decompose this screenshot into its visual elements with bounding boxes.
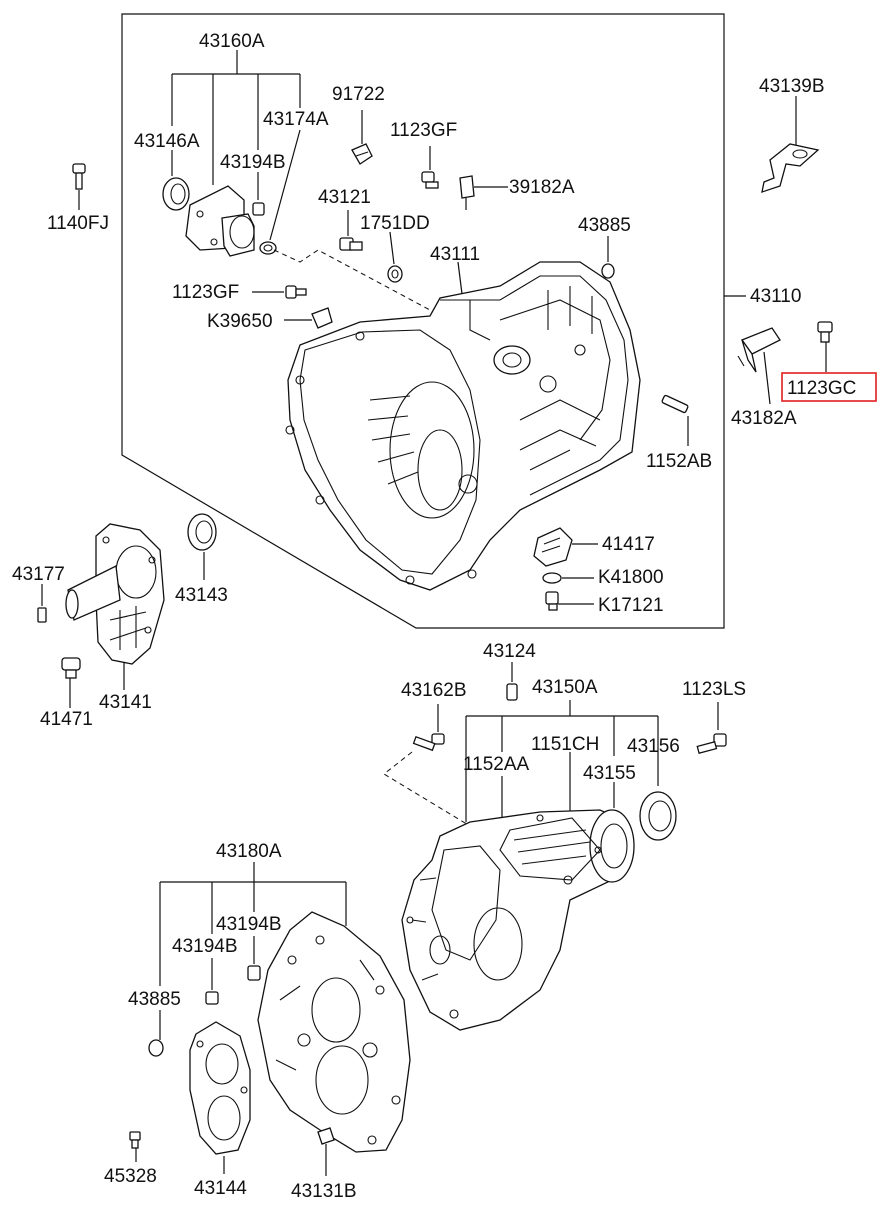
part-1123GC-bolt	[817, 321, 833, 372]
label-1152AB: 1152AB	[646, 451, 712, 472]
label-43121: 43121	[318, 187, 371, 208]
label-43174A: 43174A	[263, 109, 329, 130]
assembly-line-1	[273, 249, 431, 311]
part-43124-plug	[506, 662, 518, 701]
label-43110: 43110	[750, 286, 801, 307]
label-43885-bottom: 43885	[128, 989, 181, 1010]
part-43174A-oring	[259, 241, 277, 255]
label-43131B: 43131B	[291, 1181, 357, 1202]
label-39182A: 39182A	[509, 177, 575, 198]
assembly-line-2	[383, 751, 471, 827]
part-1751DD-washer	[387, 231, 403, 283]
highlight-box-1123GC	[781, 372, 877, 402]
callout-labels: 43160A 43139B 91722 43174A 43146A 1123GF…	[12, 31, 856, 1202]
label-1123GF-top: 1123GF	[390, 120, 457, 141]
part-43150A-extension-housing	[401, 809, 635, 1031]
label-K39650-text: K39650	[207, 311, 273, 332]
label-1152AA: 1152AA	[463, 754, 530, 775]
part-43139B-bracket	[761, 96, 820, 193]
label-43182A: 43182A	[731, 408, 797, 429]
part-K39650-clip	[284, 307, 333, 329]
part-1123GF-bolt-mid	[252, 285, 307, 299]
label-43885-top: 43885	[578, 215, 631, 236]
part-1140FJ-bolt	[72, 163, 86, 210]
label-43111: 43111	[430, 244, 480, 265]
part-1123LS-bolt	[696, 702, 727, 755]
label-43144: 43144	[194, 1178, 247, 1199]
part-43131B-clip	[317, 1127, 335, 1176]
part-1152AB-stud	[661, 394, 689, 446]
part-43160A-retainer	[185, 185, 255, 257]
part-41417-cover	[533, 527, 598, 567]
part-43143-seal	[187, 513, 217, 580]
label-43139B: 43139B	[759, 76, 825, 97]
part-43182A-bracket	[737, 327, 781, 405]
part-91722-clip	[351, 110, 373, 165]
label-43141: 43141	[99, 692, 152, 713]
label-91722: 91722	[332, 84, 385, 105]
label-43180A: 43180A	[216, 841, 282, 862]
part-43111-transmission-case	[285, 261, 641, 591]
callout-43160A-tree	[171, 50, 301, 241]
label-43146A: 43146A	[134, 131, 200, 152]
label-45328: 45328	[104, 1166, 157, 1187]
label-43150A: 43150A	[532, 677, 598, 698]
label-1123LS: 1123LS	[682, 679, 746, 700]
part-45328-bolt	[129, 1131, 141, 1162]
part-43121-bolt	[339, 210, 363, 251]
part-43885-plug-top	[601, 236, 615, 279]
label-41471: 41471	[40, 709, 93, 730]
part-43156-seal	[639, 791, 677, 841]
label-43162B: 43162B	[401, 680, 467, 701]
part-43180A-center-plate	[257, 911, 411, 1153]
part-K41800-washer	[542, 572, 594, 584]
label-1123GF-mid: 1123GF	[172, 282, 239, 303]
label-43160A: 43160A	[199, 31, 265, 52]
label-43194B-top: 43194B	[220, 152, 286, 173]
label-1140FJ: 1140FJ	[47, 213, 109, 234]
assembly-frame	[121, 13, 725, 629]
label-1123GC: 1123GC	[787, 378, 856, 399]
label-43194B-b2: 43194B	[172, 936, 238, 957]
label-43124: 43124	[483, 641, 536, 662]
label-43194B-b1: 43194B	[216, 914, 282, 935]
part-43144-gasket	[189, 1021, 251, 1174]
part-43146A-seal	[162, 177, 190, 211]
part-K17121-bolt	[545, 591, 594, 611]
part-1123GF-bolt-top	[421, 146, 439, 189]
label-1751DD: 1751DD	[360, 213, 430, 234]
label-43143: 43143	[175, 585, 228, 606]
label-1151CH: 1151CH	[531, 734, 599, 755]
part-43162B-bolt	[412, 704, 445, 752]
part-43194B-dowel-bottom-2	[205, 991, 219, 1005]
leader-43111	[457, 261, 463, 295]
label-K17121: K17121	[598, 595, 664, 616]
label-43177: 43177	[12, 564, 65, 585]
part-43194B-dowel-top	[252, 202, 265, 216]
label-K41800: K41800	[598, 567, 664, 588]
label-41417: 41417	[602, 534, 655, 555]
label-43155: 43155	[583, 763, 636, 784]
part-43194B-dowel-bottom-1	[247, 965, 261, 981]
part-43885-plug-bottom	[148, 1039, 164, 1057]
callout-43180A-tree	[159, 862, 347, 1040]
label-43156: 43156	[627, 736, 680, 757]
part-39182A-connector	[459, 175, 508, 210]
part-43141-retainer	[65, 523, 165, 690]
part-43177-bolt	[37, 584, 47, 623]
part-41471-plug	[61, 657, 81, 708]
